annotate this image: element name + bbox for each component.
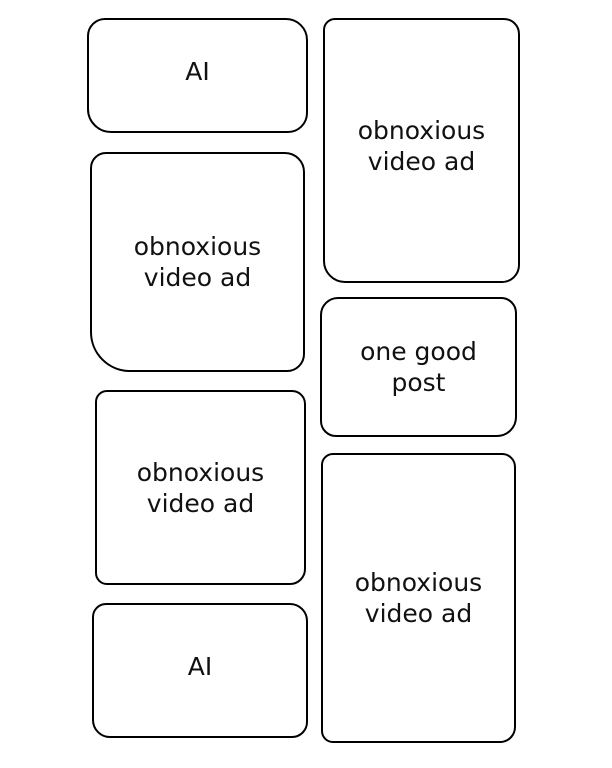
card-label: obnoxious video ad	[136, 457, 265, 518]
feed-card-video-ad[interactable]: obnoxious video ad	[323, 18, 520, 283]
feed-card-video-ad[interactable]: obnoxious video ad	[95, 390, 306, 585]
feed-card-video-ad[interactable]: obnoxious video ad	[90, 152, 305, 372]
card-label: one good post	[360, 337, 477, 397]
feed-card-video-ad[interactable]: obnoxious video ad	[321, 453, 516, 743]
feed-card-ai[interactable]: AI	[87, 18, 308, 133]
card-label: obnoxious video ad	[133, 232, 262, 292]
card-label: AI	[187, 652, 213, 681]
card-label: AI	[185, 57, 210, 86]
card-label: obnoxious video ad	[354, 568, 483, 628]
card-label: obnoxious video ad	[357, 115, 486, 176]
feed-card-good-post[interactable]: one good post	[320, 297, 517, 437]
feed-card-ai[interactable]: AI	[92, 603, 308, 738]
